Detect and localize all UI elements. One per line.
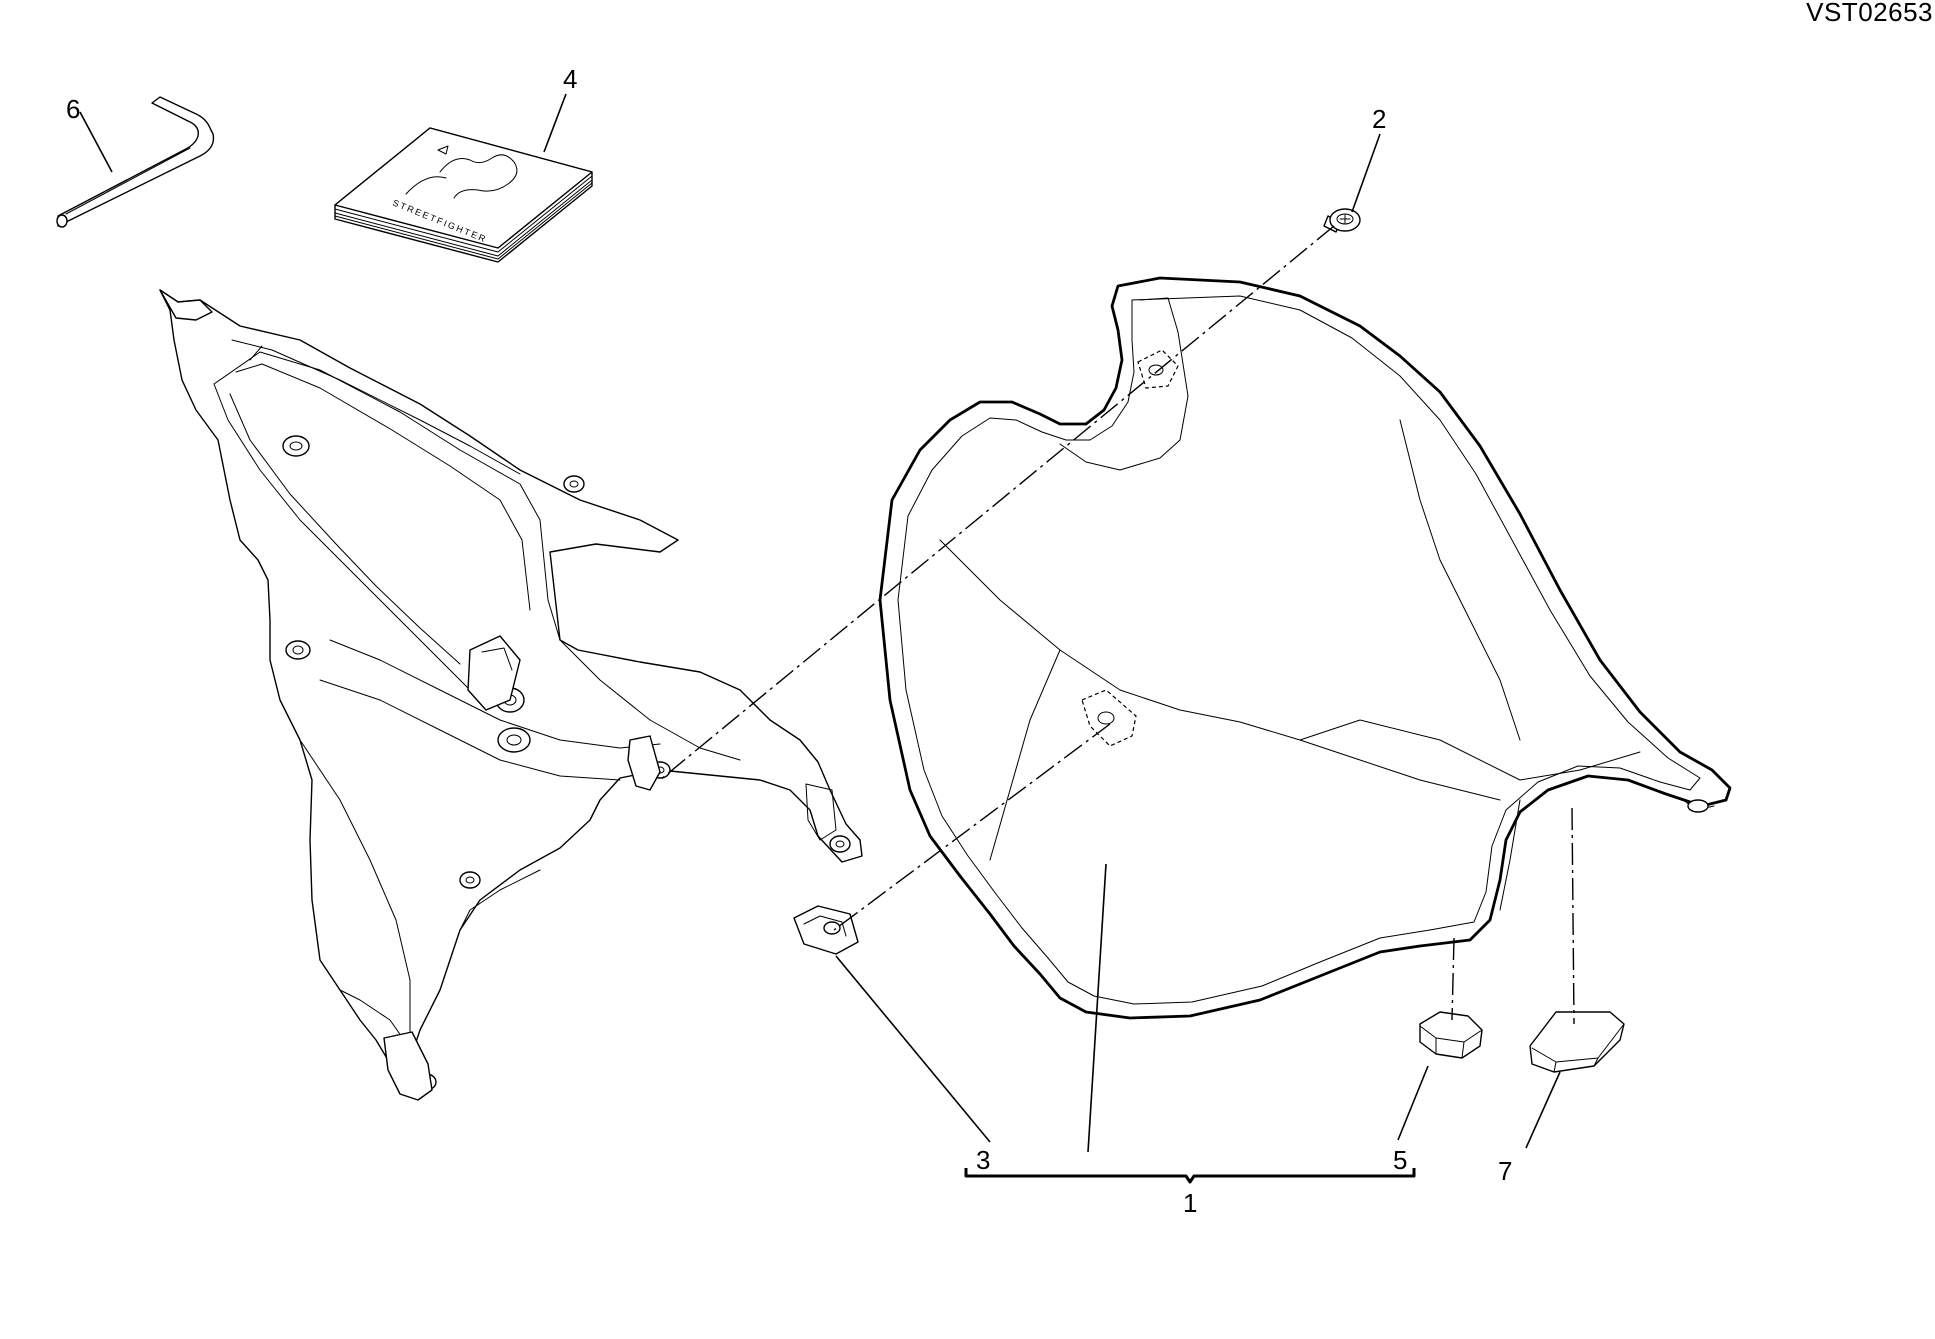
subframe-bolt <box>829 835 851 853</box>
owners-manual-part-4: STREETFIGHTER <box>334 127 593 263</box>
leader-5 <box>1397 1065 1429 1141</box>
seat-screw-location <box>1137 349 1179 389</box>
rubber-pad-part-5 <box>1419 1011 1483 1059</box>
leader-3 <box>835 955 991 1143</box>
subframe-bolt <box>563 475 585 493</box>
tail-subframe-assembly <box>159 289 863 1101</box>
seat-clip-location <box>1081 689 1137 747</box>
leader-4 <box>543 93 567 153</box>
leader-2 <box>1351 133 1381 213</box>
callout-leaders <box>79 93 1561 1153</box>
leader-1 <box>1087 863 1107 1153</box>
callout-7: 7 <box>1498 1156 1512 1186</box>
rubber-pad-part-7 <box>1529 1011 1625 1073</box>
leader-6 <box>79 111 113 173</box>
subframe-bolt <box>459 871 481 889</box>
leader-7 <box>1525 1071 1561 1149</box>
callout-2: 2 <box>1372 104 1386 134</box>
subframe-bolt <box>497 727 531 753</box>
screw-part-2 <box>1323 208 1361 233</box>
seat-assembly-part-1 <box>878 276 1732 1020</box>
callout-6: 6 <box>66 94 80 124</box>
allen-key-part-6 <box>56 96 215 228</box>
drawing-reference-code: VST02653 <box>1806 0 1933 27</box>
clip-nut-part-3 <box>793 905 859 955</box>
assembly-bracket-1 <box>964 1168 1416 1184</box>
callout-4: 4 <box>563 64 577 94</box>
subframe-bolt <box>282 435 310 457</box>
callout-3: 3 <box>976 1145 990 1175</box>
callout-1: 1 <box>1183 1188 1197 1218</box>
assembly-axis-lines <box>659 225 1575 1025</box>
callout-5: 5 <box>1393 1145 1407 1175</box>
subframe-bolt <box>285 640 311 660</box>
